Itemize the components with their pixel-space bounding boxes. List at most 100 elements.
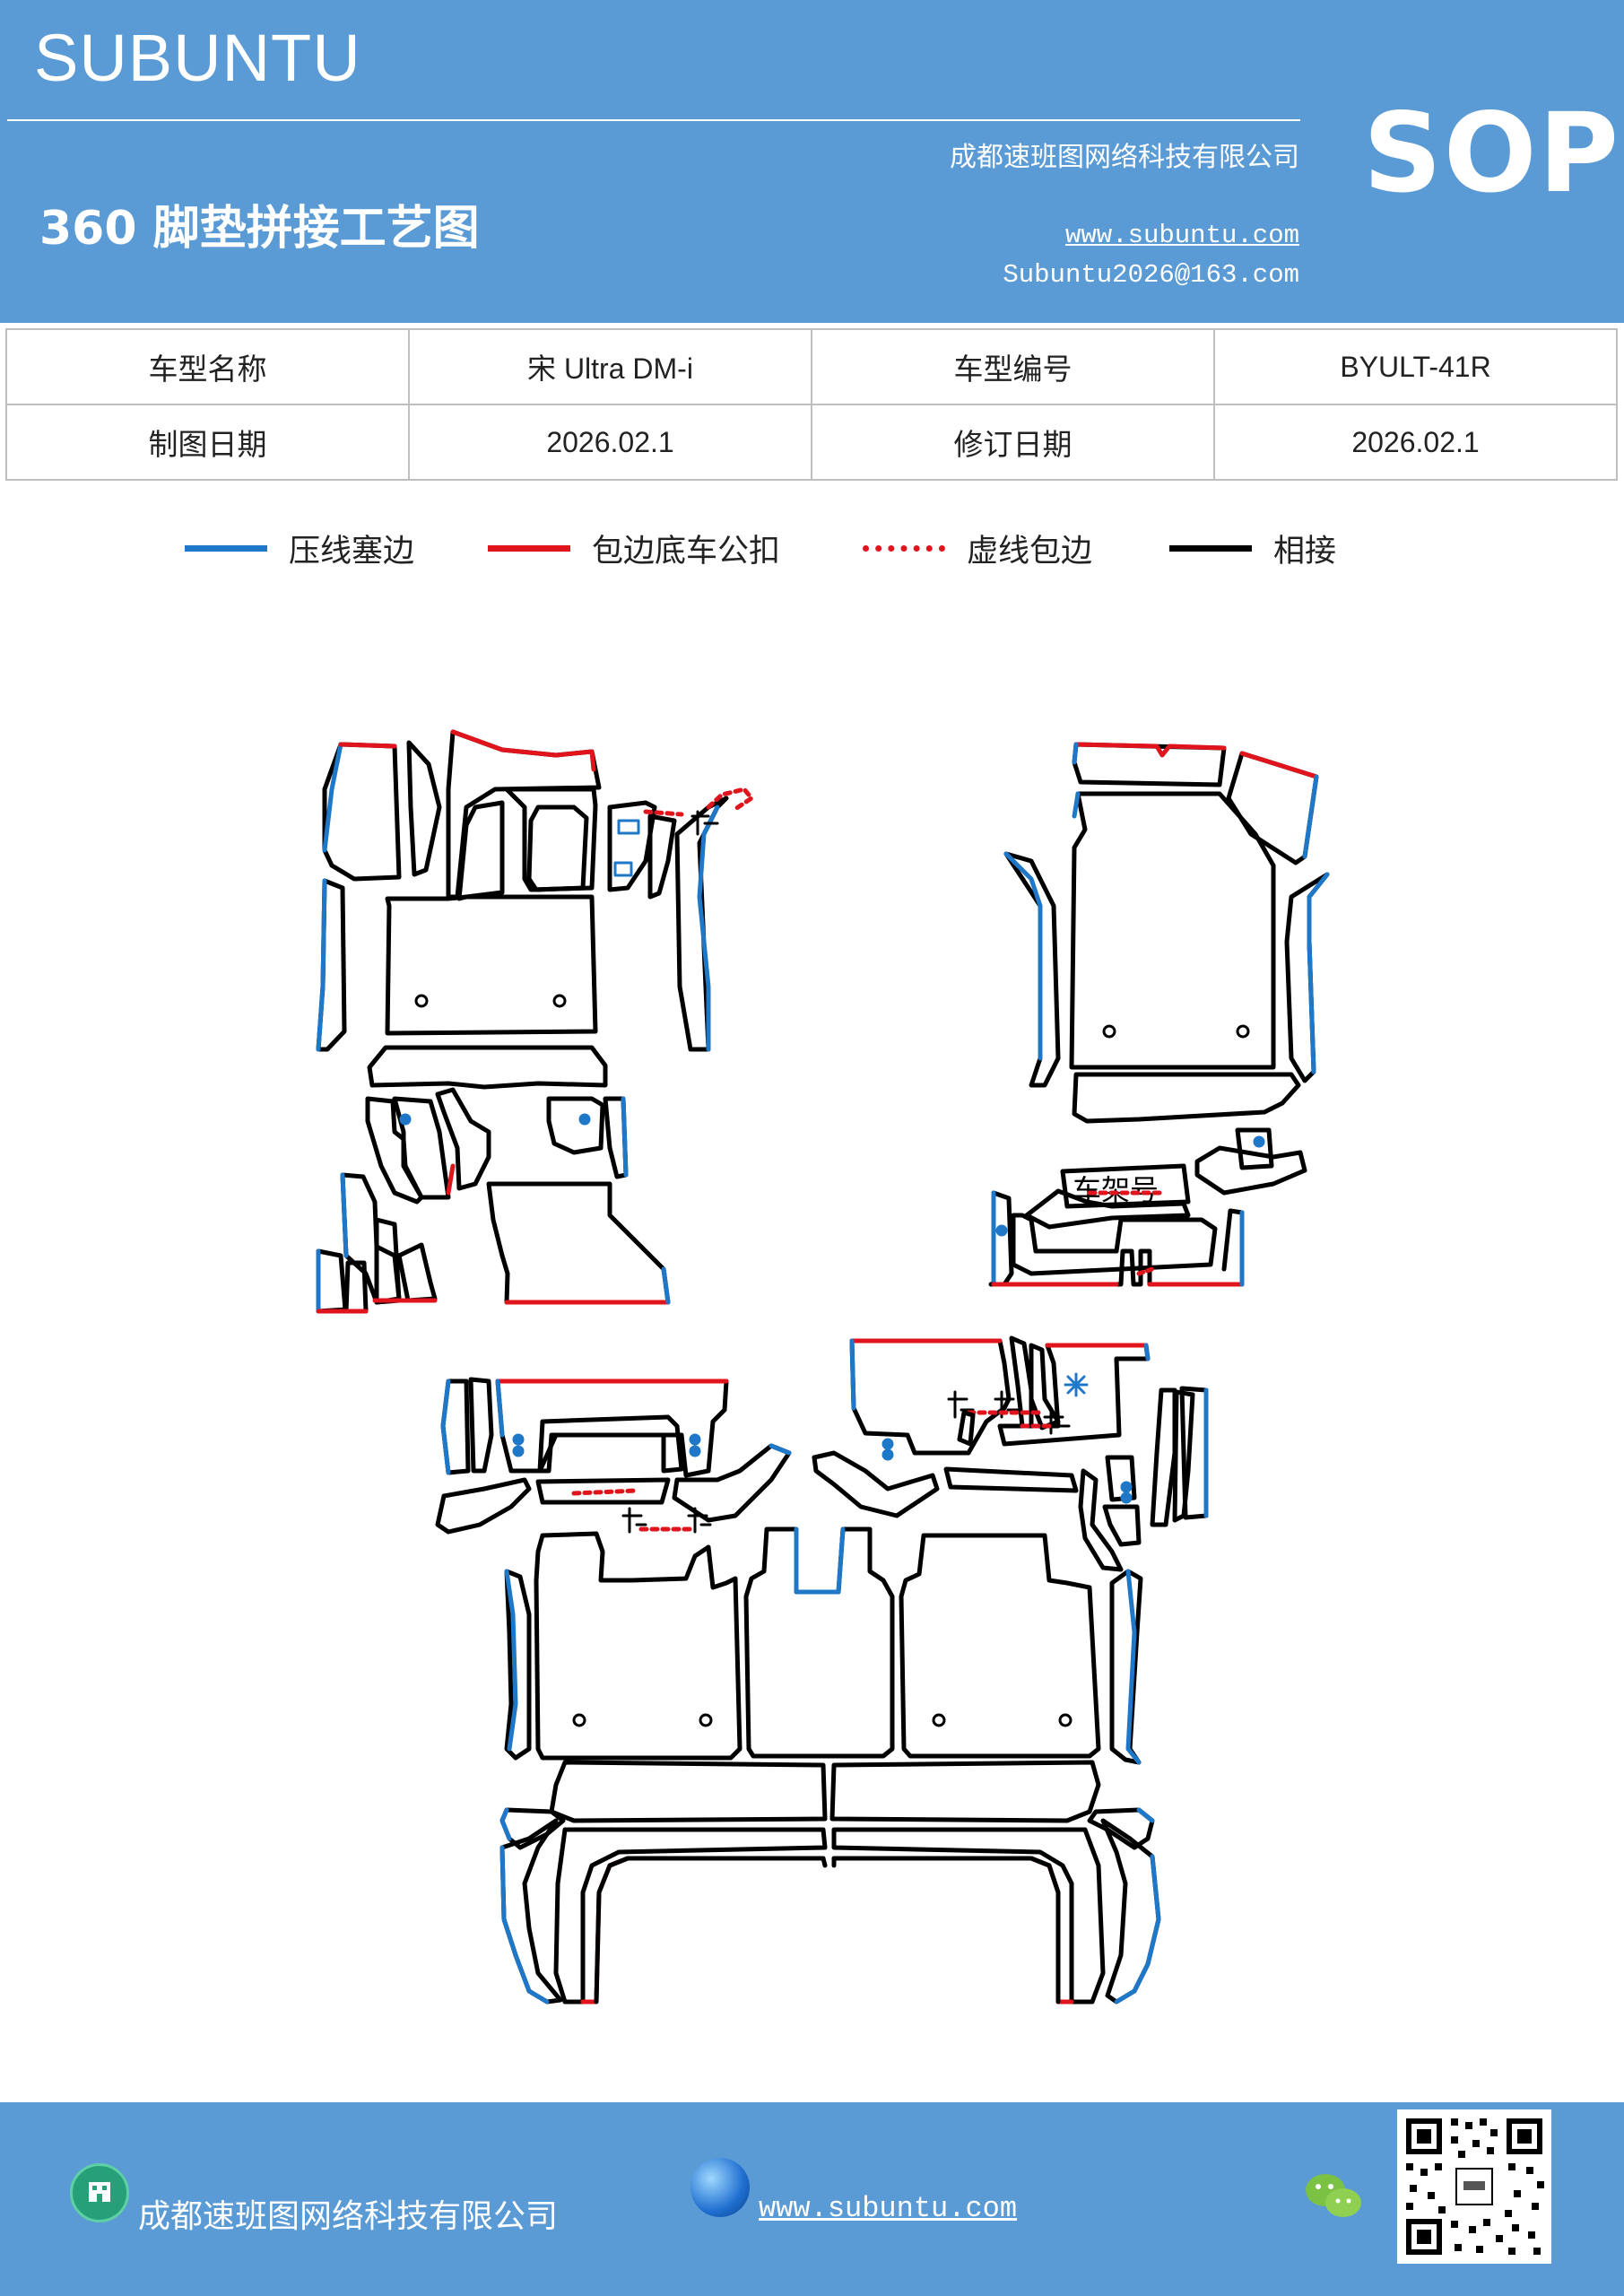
edge-red-dotted [706,787,754,812]
edge-blue [504,1569,518,1752]
edge-red [580,1856,826,2005]
edge-blue [1307,872,1330,1074]
mat-rivet [881,1448,894,1461]
qr-code[interactable] [1397,2109,1551,2264]
edge-blue [1136,1807,1155,1823]
mat-piece [322,742,402,882]
mat-piece [899,1533,1101,1759]
mat-clip [617,819,640,835]
document-title: 360 脚垫拼接工艺图 [39,202,480,256]
edge-red [450,729,596,772]
mat-piece [435,1087,491,1191]
email-address[interactable]: Subuntu2026@163.com [1003,260,1299,290]
mat-hole [572,1713,586,1727]
mat-piece [392,1096,451,1200]
edge-blue [661,1266,671,1305]
mat-piece [316,1248,348,1314]
mat-piece [1069,791,1276,1070]
edge-blue [440,1378,451,1475]
edge-blue [1072,742,1079,765]
legend-swatch-black [1169,544,1252,552]
sop-badge: SOP [1363,90,1620,217]
floor-mat-diagram: 车架号 [316,729,1330,2005]
edge-blue [1114,1854,1161,2005]
vehicle-info-table: 车型名称 宋 Ultra DM-i 车型编号 BYULT-41R 制图日期 20… [5,328,1618,481]
edge-blue [1072,791,1081,819]
edge-blue [495,1378,505,1438]
edge-red-dotted [643,809,684,817]
label-draw-date: 制图日期 [5,404,410,481]
mat-rivet [995,1224,1008,1237]
mat-piece [374,1217,402,1305]
mat-piece [943,1466,1079,1493]
legend: 压线塞边 包边底车公扣 虚线包边 相接 [0,526,1624,579]
rear-mat-group [435,1335,1209,2005]
mat-piece [385,894,598,1036]
mat-piece [526,804,589,892]
mat-piece [486,1181,671,1305]
wechat-icon[interactable] [1302,2170,1365,2224]
building-icon [70,2163,129,2222]
footer-website-link[interactable]: www.subuntu.com [759,2192,1018,2225]
mat-piece [553,1827,828,2005]
mat-piece [546,1096,605,1155]
edge-red [1073,742,1227,758]
legend-item-join: 相接 [1169,526,1336,570]
company-name: 成都速班图网络科技有限公司 [950,142,1299,173]
mat-piece [1235,1127,1274,1170]
value-model-code: BYULT-41R [1213,328,1618,405]
edge-red [446,1163,456,1196]
join-mark [687,1507,712,1534]
mat-piece [1024,1188,1191,1230]
mat-hole [1102,1024,1116,1039]
value-draw-date: 2026.02.1 [408,404,812,481]
mat-piece [849,1338,1012,1456]
mat-rivet [689,1445,701,1457]
legend-swatch-red [488,544,570,552]
join-mark [621,1507,647,1534]
mat-piece [468,1377,494,1474]
edge-red [1239,751,1319,779]
value-model-name: 宋 Ultra DM-i [408,328,812,405]
mat-piece [534,1531,743,1761]
mat-rivet [1120,1481,1133,1493]
mat-piece [1105,1455,1137,1502]
mat-rivet [689,1433,701,1446]
label-revise-date: 修订日期 [811,404,1215,481]
mat-piece [1072,742,1227,787]
edge-blue [794,1526,846,1595]
mat-piece [829,1760,1101,1823]
legend-swatch-red-dotted [863,544,945,552]
mat-piece [495,1378,729,1478]
join-mark [1043,1408,1071,1435]
table-row: 制图日期 2026.02.1 修订日期 2026.02.1 [5,404,1618,481]
label-model-name: 车型名称 [5,328,410,405]
header-divider [7,119,1300,121]
edge-blue [340,1172,349,1258]
mat-piece [1150,1387,1177,1527]
mat-piece [1011,1213,1218,1276]
mat-piece [672,1443,792,1523]
mat-clip [613,861,633,877]
join-mark [690,810,719,836]
mat-rivet [399,1113,412,1126]
legend-swatch-blue [185,544,267,552]
mat-rivet [578,1113,591,1126]
mat-piece [535,1477,671,1505]
mat-piece [537,1414,684,1474]
mat-rivet [881,1438,894,1450]
mat-hole [414,994,429,1008]
mat-piece [594,1856,828,2005]
globe-icon [690,2158,750,2217]
passenger-mat-group: 车架号 [988,742,1330,1287]
website-link[interactable]: www.subuntu.com [1064,221,1299,250]
edge-blue [1143,1343,1151,1361]
mat-piece [1072,1072,1301,1124]
mat-piece [831,1856,1061,2005]
legend-item-edge-clip: 包边底车公扣 [488,526,780,570]
edge-red [831,1856,1074,2005]
mat-piece [1078,1468,1124,1572]
mat-hole [932,1713,946,1727]
label-model-code: 车型编号 [811,328,1215,405]
mat-piece [499,1807,566,1850]
